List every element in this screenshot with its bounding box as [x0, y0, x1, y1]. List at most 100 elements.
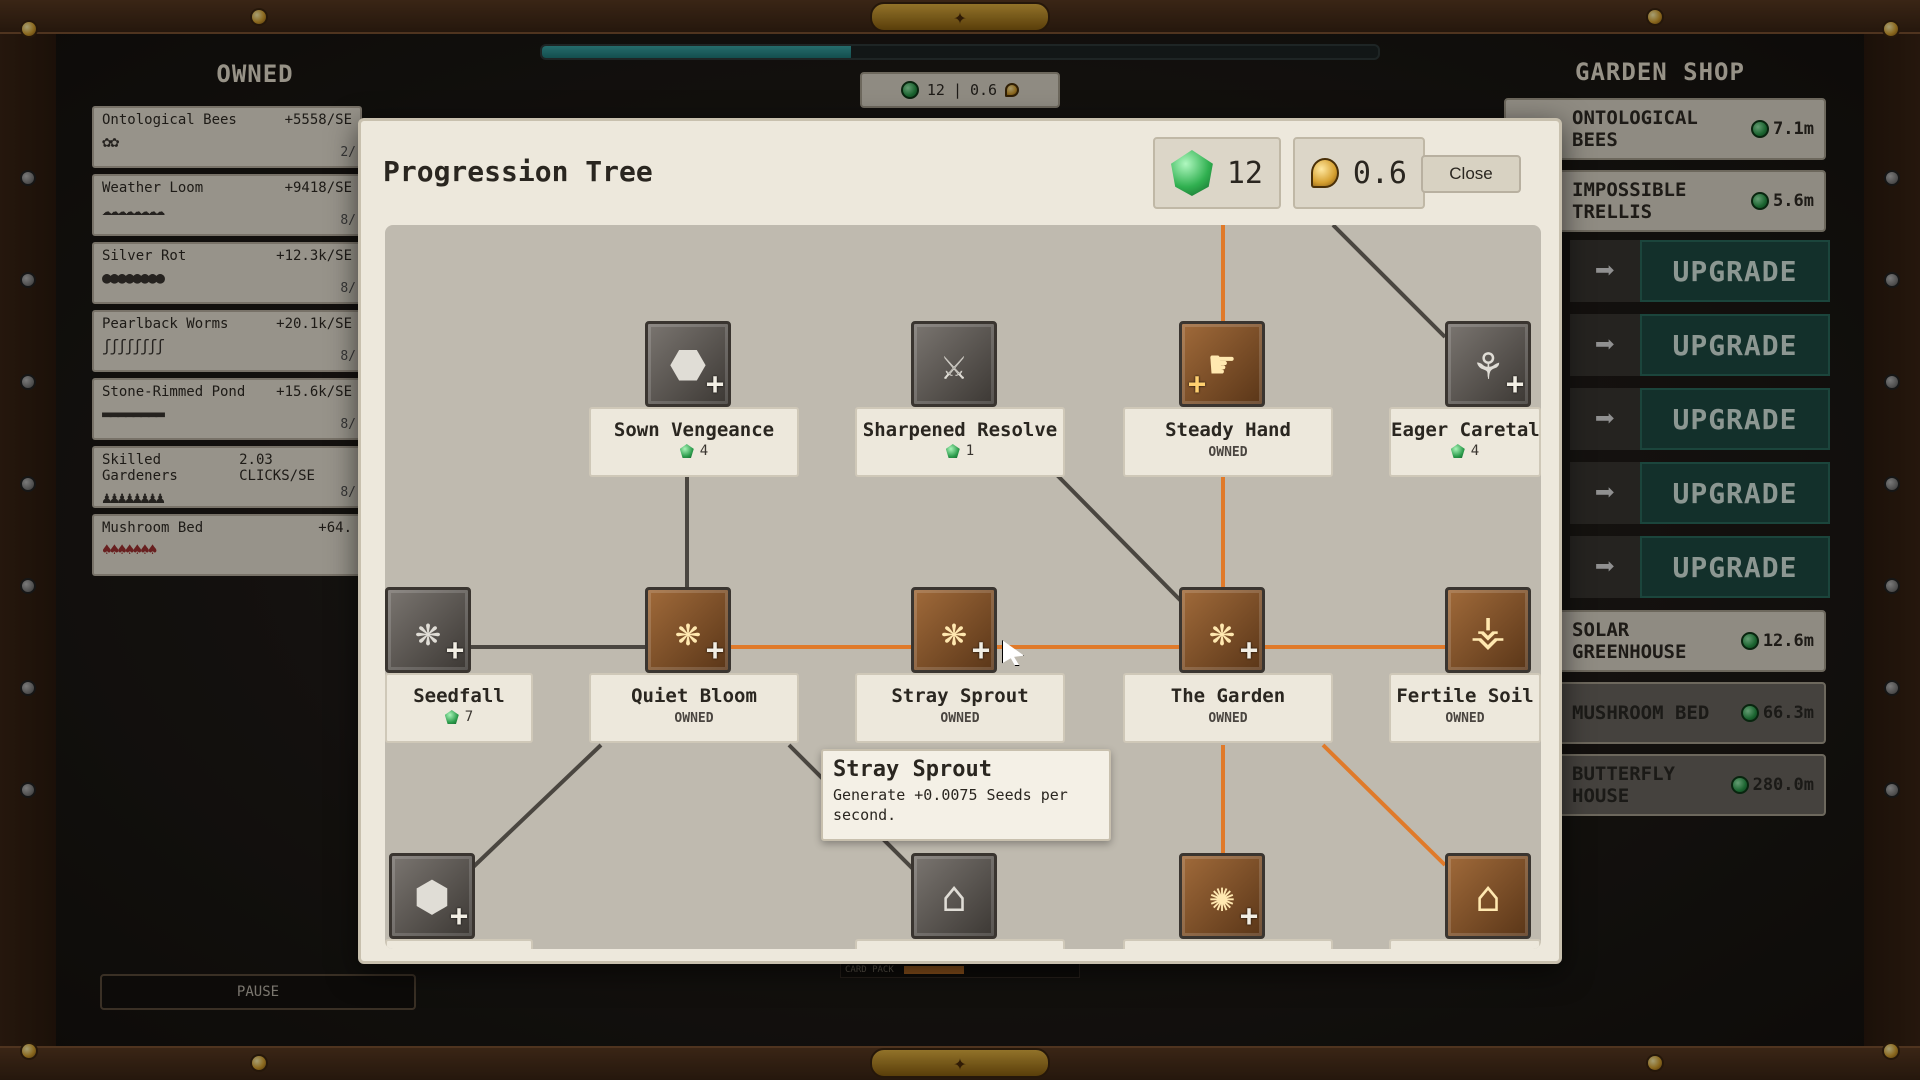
- worm-sprites-icon: ʃʃʃʃʃʃʃʃ: [102, 336, 165, 355]
- shop-item-name: IMPOSSIBLE TRELLIS: [1572, 179, 1687, 223]
- upgrade-button[interactable]: UPGRADE: [1640, 462, 1830, 524]
- rivet-icon: [1882, 20, 1900, 38]
- upgrade-button[interactable]: UPGRADE: [1640, 388, 1830, 450]
- node-icon-the-garden[interactable]: ❋+: [1179, 587, 1265, 673]
- node-sharpened-resolve[interactable]: Sharpened Resolve 1: [855, 407, 1065, 477]
- node-icon-barn[interactable]: ⌂: [1445, 853, 1531, 939]
- node-icon-stray-sprout[interactable]: ❋+: [911, 587, 997, 673]
- plus-icon: +: [705, 367, 724, 402]
- owned-item-name: Skilled Gardeners: [102, 452, 178, 484]
- rot-sprites-icon: ●●●●●●●●: [102, 268, 165, 287]
- owned-item[interactable]: Mushroom Bed+64. ♠♠♠♠♠♠♠: [92, 514, 362, 576]
- shop-item-price: 280.0m: [1752, 775, 1814, 795]
- cauldron-icon: ⬣: [669, 339, 707, 389]
- rivet-icon: [250, 8, 268, 26]
- close-button[interactable]: Close: [1421, 155, 1521, 193]
- shop-item-price: 12.6m: [1762, 631, 1814, 651]
- node-fertile-soil[interactable]: Fertile Soil OWNED: [1389, 673, 1541, 743]
- bolt-icon: [20, 272, 36, 288]
- node-icon-sown-vengeance[interactable]: ⬣+: [645, 321, 731, 407]
- node-icon-sharpened-resolve[interactable]: ⚔: [911, 321, 997, 407]
- arrow-right-icon: ➡: [1570, 536, 1640, 598]
- upgrade-button[interactable]: UPGRADE: [1640, 240, 1830, 302]
- arrow-right-icon: ➡: [1570, 462, 1640, 524]
- node-name: Seedfall: [413, 685, 505, 707]
- node-steady-hand[interactable]: Steady Hand OWNED: [1123, 407, 1333, 477]
- node-seedfall[interactable]: Seedfall 7: [385, 673, 533, 743]
- owned-item-name: Ontological Bees: [102, 112, 237, 128]
- node-name: Fertile Soil: [1396, 685, 1534, 707]
- greenhouse-icon: ⌂: [941, 871, 967, 921]
- plus-icon: +: [971, 633, 990, 668]
- bolt-icon: [20, 374, 36, 390]
- owned-item-rate: +15.6k/SE: [276, 384, 352, 400]
- owned-item-name: Silver Rot: [102, 248, 187, 264]
- node-icon-stone[interactable]: ⬢+: [389, 853, 475, 939]
- tooltip-title: Stray Sprout: [833, 757, 992, 782]
- seed-icon: [1005, 83, 1020, 97]
- node-label-partial: [1123, 939, 1333, 949]
- owned-item[interactable]: Silver Rot+12.3k/SE ●●●●●●●● 8/: [92, 242, 362, 304]
- upgrade-button[interactable]: UPGRADE: [1640, 536, 1830, 598]
- plus-icon: +: [1239, 899, 1258, 934]
- owned-item[interactable]: Weather Loom+9418/SE ☁☁☁☁☁☁☁☁ 8/: [92, 174, 362, 236]
- node-icon-fertile-soil[interactable]: ⚶: [1445, 587, 1531, 673]
- node-eager-caretaker[interactable]: Eager Caretal 4: [1389, 407, 1541, 477]
- sword-icon: ⚔: [941, 339, 967, 389]
- bolt-icon: [20, 680, 36, 696]
- bolt-icon: [20, 170, 36, 186]
- upgrade-row: ➡ UPGRADE: [1570, 240, 1830, 302]
- node-sown-vengeance[interactable]: Sown Vengeance 4: [589, 407, 799, 477]
- gem-icon: [1751, 192, 1770, 210]
- seed-icon: [1311, 158, 1339, 188]
- owned-item[interactable]: Stone-Rimmed Pond+15.6k/SE ▬▬▬▬▬▬▬▬ 8/: [92, 378, 362, 440]
- progress-bar: [540, 44, 1380, 60]
- node-name: The Garden: [1170, 685, 1286, 707]
- gem-icon: [1740, 632, 1759, 650]
- node-cost: 1: [965, 443, 975, 459]
- barn-icon: ⌂: [1475, 871, 1501, 921]
- plus-icon: +: [1239, 633, 1258, 668]
- bolt-icon: [20, 476, 36, 492]
- node-icon-quiet-bloom[interactable]: ❋+: [645, 587, 731, 673]
- pause-button[interactable]: PAUSE: [100, 974, 416, 1010]
- owned-item[interactable]: Ontological Bees+5558/SE ✿✿ 2/: [92, 106, 362, 168]
- gem-icon: [900, 81, 919, 99]
- node-cost: 4: [1470, 443, 1480, 459]
- locked-connection: [1053, 471, 1187, 607]
- stone-icon: ⬢: [413, 871, 451, 921]
- mushroom-sprites-icon: ♠♠♠♠♠♠♠: [102, 540, 157, 559]
- rivet-icon: [1646, 1054, 1664, 1072]
- node-stray-sprout[interactable]: Stray Sprout OWNED: [855, 673, 1065, 743]
- shop-item-price: 66.3m: [1762, 703, 1814, 723]
- upgrade-button[interactable]: UPGRADE: [1640, 314, 1830, 376]
- locked-connection: [1331, 225, 1447, 339]
- node-icon-sunflower[interactable]: ✺+: [1179, 853, 1265, 939]
- node-icon-steady-hand[interactable]: ☛+: [1179, 321, 1265, 407]
- hand-icon: ☛: [1209, 339, 1235, 389]
- mini-resource-display: 12 | 0.6: [860, 72, 1060, 108]
- node-quiet-bloom[interactable]: Quiet Bloom OWNED: [589, 673, 799, 743]
- plant-icon: ⚘: [1475, 339, 1501, 389]
- modal-title: Progression Tree: [383, 155, 653, 188]
- node-icon-seedfall[interactable]: ❋+: [385, 587, 471, 673]
- seed-counter: 0.6: [1293, 137, 1425, 209]
- bolt-icon: [1884, 170, 1900, 186]
- mini-gems: 12: [926, 81, 945, 99]
- gem-icon: [945, 444, 960, 458]
- owned-item[interactable]: Pearlback Worms+20.1k/SE ʃʃʃʃʃʃʃʃ 8/: [92, 310, 362, 372]
- plus-icon: +: [1188, 367, 1207, 402]
- node-icon-greenhouse[interactable]: ⌂: [911, 853, 997, 939]
- plus-icon: +: [705, 633, 724, 668]
- upgrade-row: ➡ UPGRADE: [1570, 536, 1830, 598]
- bee-sprites-icon: ✿✿: [102, 132, 119, 151]
- node-status: OWNED: [674, 711, 714, 726]
- owned-item-count: 2/: [340, 145, 356, 160]
- bolt-icon: [20, 578, 36, 594]
- node-the-garden[interactable]: The Garden OWNED: [1123, 673, 1333, 743]
- rivet-icon: [1646, 8, 1664, 26]
- node-icon-eager-caretaker[interactable]: ⚘+: [1445, 321, 1531, 407]
- owned-connection: [1321, 743, 1447, 867]
- node-label-partial: [385, 939, 533, 949]
